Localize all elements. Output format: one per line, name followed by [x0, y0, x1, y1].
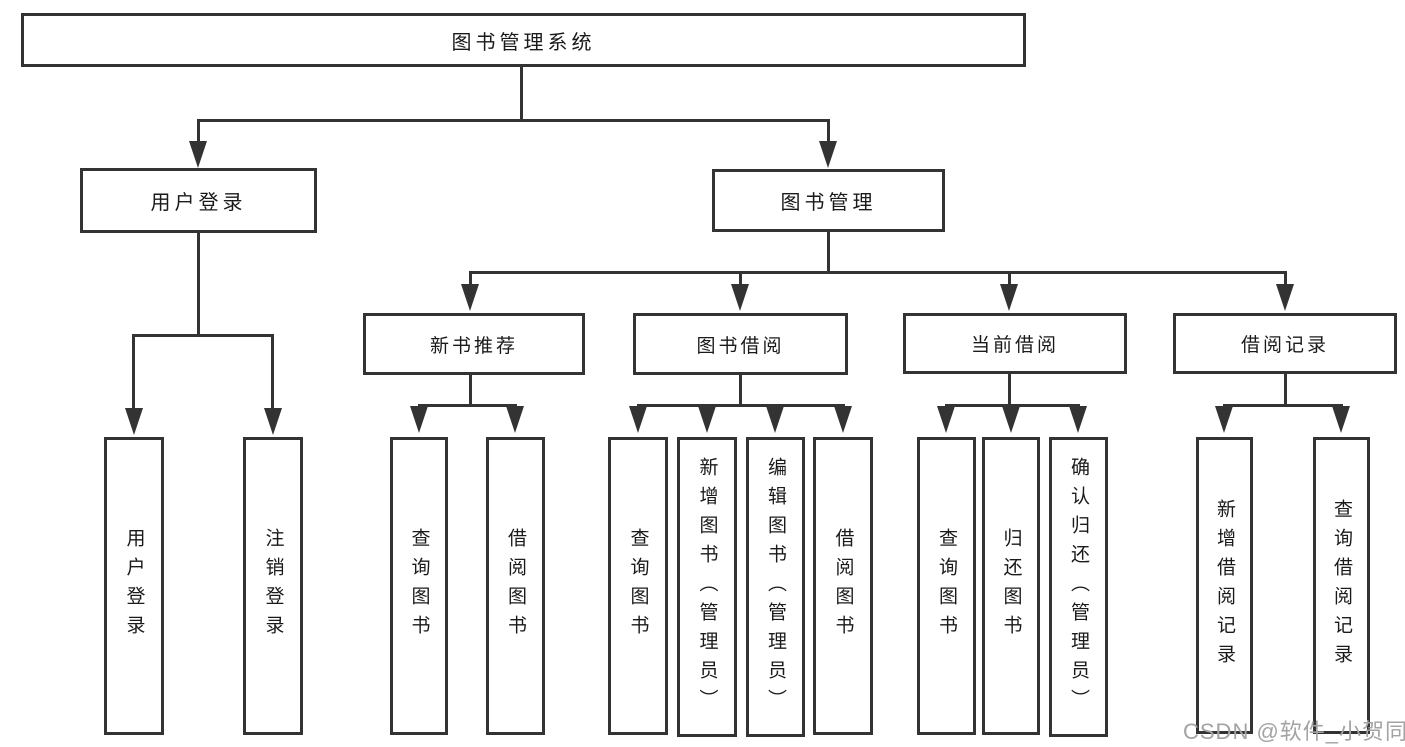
- arrowhead-down-icon: [189, 141, 207, 168]
- connector-line: [271, 334, 274, 409]
- arrowhead-down-icon: [698, 406, 716, 433]
- arrowhead-down-icon: [937, 406, 955, 433]
- node-label: 借阅图书: [505, 528, 526, 644]
- connector-line: [1284, 271, 1287, 287]
- arrowhead-down-icon: [629, 406, 647, 433]
- node-book-borrowing: 图书借阅: [633, 313, 848, 375]
- arrowhead-down-icon: [1069, 406, 1087, 433]
- node-label: 新增借阅记录: [1214, 498, 1235, 673]
- arrowhead-down-icon: [834, 406, 852, 433]
- node-label: 编辑图书（管理员）: [765, 456, 786, 718]
- node-leaf-logout: 注销登录: [243, 437, 303, 735]
- connector-line: [827, 119, 830, 144]
- arrowhead-down-icon: [1002, 406, 1020, 433]
- node-new-book-recommend: 新书推荐: [363, 313, 585, 375]
- connector-line: [132, 334, 274, 337]
- connector-line: [197, 119, 200, 144]
- arrowhead-down-icon: [731, 284, 749, 311]
- node-user-login: 用户登录: [80, 168, 317, 233]
- node-label: 查询图书: [936, 528, 957, 644]
- connector-line: [132, 334, 135, 409]
- node-leaf-query-books-under-current: 查询图书: [917, 437, 976, 735]
- connector-line: [1008, 374, 1011, 407]
- node-leaf-query-borrow-record: 查询借阅记录: [1313, 437, 1370, 734]
- node-label: 查询图书: [408, 528, 430, 644]
- node-leaf-borrow-books-under-recommend: 借阅图书: [486, 437, 545, 735]
- node-label: 确认归还（管理员）: [1068, 456, 1089, 718]
- arrowhead-down-icon: [1276, 284, 1294, 311]
- node-label: 当前借阅: [970, 335, 1059, 356]
- connector-line: [469, 374, 472, 407]
- connector-line: [197, 233, 200, 336]
- connector-line: [945, 404, 1080, 407]
- arrowhead-down-icon: [1215, 406, 1233, 433]
- connector-line: [637, 404, 845, 407]
- connector-line: [197, 119, 830, 122]
- node-leaf-query-books-under-borrowing: 查询图书: [608, 437, 668, 735]
- node-label: 借阅图书: [832, 528, 854, 644]
- node-leaf-borrow-books-under-borrowing: 借阅图书: [813, 437, 873, 735]
- csdn-watermark: CSDN @软件_小贺同学: [1183, 719, 1405, 744]
- connector-line: [739, 271, 742, 287]
- node-library-management-system: 图书管理系统: [21, 13, 1026, 67]
- node-book-management: 图书管理: [712, 169, 945, 232]
- node-leaf-user-login: 用户登录: [104, 437, 164, 735]
- node-label: 用户登录: [150, 192, 247, 214]
- node-label: 图书借阅: [696, 335, 785, 357]
- node-label: 图书管理系统: [451, 31, 596, 54]
- arrowhead-down-icon: [125, 408, 143, 435]
- arrowhead-down-icon: [461, 284, 479, 311]
- node-borrowing-records: 借阅记录: [1173, 313, 1397, 374]
- node-leaf-add-borrow-record: 新增借阅记录: [1196, 437, 1253, 734]
- connector-line: [739, 374, 742, 407]
- arrowhead-down-icon: [506, 406, 524, 433]
- node-leaf-return-books: 归还图书: [982, 437, 1040, 735]
- node-label: 查询借阅记录: [1331, 498, 1352, 673]
- arrowhead-down-icon: [766, 406, 784, 433]
- node-leaf-add-books-admin: 新增图书（管理员）: [677, 437, 737, 737]
- connector-line: [469, 271, 1287, 274]
- node-current-borrowing: 当前借阅: [903, 313, 1127, 374]
- node-label: 归还图书: [1000, 528, 1022, 644]
- connector-line: [1223, 404, 1343, 407]
- arrowhead-down-icon: [1332, 406, 1350, 433]
- arrowhead-down-icon: [410, 406, 428, 433]
- connector-line: [520, 67, 523, 122]
- node-label: 注销登录: [262, 528, 284, 644]
- node-label: 图书管理: [780, 192, 877, 214]
- node-leaf-edit-books-admin: 编辑图书（管理员）: [746, 437, 805, 737]
- node-label: 借阅记录: [1240, 335, 1329, 356]
- connector-line: [1284, 374, 1287, 407]
- connector-line: [827, 232, 830, 273]
- node-leaf-query-books-under-recommend: 查询图书: [390, 437, 448, 735]
- node-leaf-confirm-return-admin: 确认归还（管理员）: [1049, 437, 1108, 737]
- arrowhead-down-icon: [819, 141, 837, 168]
- node-label: 查询图书: [627, 528, 649, 644]
- arrowhead-down-icon: [1000, 284, 1018, 311]
- node-label: 用户登录: [123, 528, 145, 644]
- connector-line: [469, 271, 472, 287]
- connector-line: [1008, 271, 1011, 287]
- connector-line: [418, 404, 517, 407]
- arrowhead-down-icon: [264, 408, 282, 435]
- node-label: 新书推荐: [429, 335, 518, 357]
- node-label: 新增图书（管理员）: [696, 456, 718, 718]
